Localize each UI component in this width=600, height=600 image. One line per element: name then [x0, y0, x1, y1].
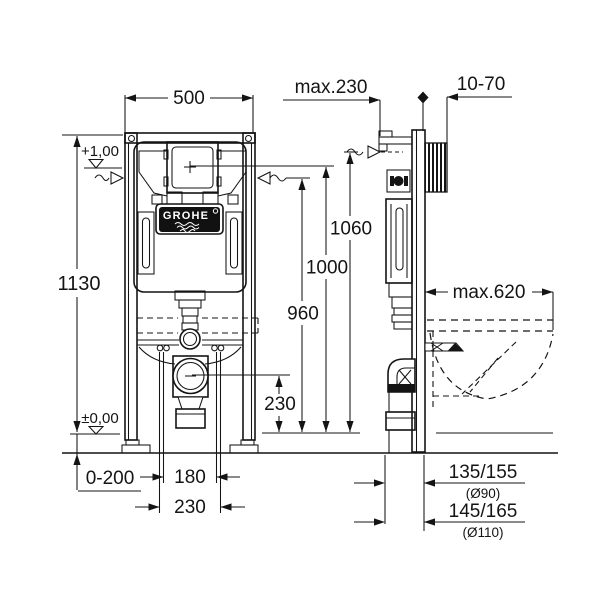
dim-label-1000: 1000 — [306, 258, 348, 279]
dim-frame-width: 500 — [124, 88, 254, 132]
dim-depth-max: max.230 — [283, 77, 381, 136]
dim-label-960: 960 — [287, 304, 319, 325]
dim-outlet-110: 145/165 (Ø110) — [354, 501, 525, 540]
dim-label-145165: 145/165 — [449, 501, 518, 522]
level-label-zero: ±0,00 — [81, 410, 118, 427]
wall-surface-arrow-left — [94, 171, 125, 185]
dim-label-180: 180 — [174, 467, 206, 488]
wc-bowl-outline — [427, 319, 554, 409]
actuator-opening — [163, 141, 222, 194]
fixing-bolt — [217, 344, 225, 352]
dim-height-960: 960 — [287, 179, 319, 432]
dim-label-dia110: (Ø110) — [462, 525, 503, 540]
dim-label-230-height: 230 — [264, 394, 296, 415]
fixing-bolt — [211, 344, 218, 352]
dim-label-max620: max.620 — [453, 282, 526, 303]
dim-bolt-spacing-230: 230 — [135, 352, 245, 518]
dim-drain-height: 230 — [192, 374, 296, 432]
grohe-logo-text: GROHE — [163, 210, 209, 222]
dim-label-0200: 0-200 — [86, 468, 135, 489]
dim-height-1060: 1060 — [330, 151, 372, 432]
frame-foot-right — [229, 439, 259, 454]
side-view-frame — [378, 129, 465, 454]
service-zone-dashed-box — [136, 317, 259, 334]
level-label-plus100: +1,00 — [81, 143, 119, 160]
wall-anchor-fastener — [386, 169, 411, 193]
wall-surface-arrow-right — [256, 171, 310, 185]
dim-label-1070: 10-70 — [457, 74, 506, 95]
dim-bolt-spacing-180: 180 — [140, 352, 240, 488]
cistern-front: GROHE — [133, 141, 247, 350]
dim-outlet-90: 135/155 (Ø90) — [354, 455, 525, 531]
dim-label-dia90: (Ø90) — [466, 486, 501, 501]
front-view-lower — [137, 339, 243, 429]
dim-label-500: 500 — [173, 88, 205, 109]
dim-label-max230: max.230 — [295, 77, 368, 98]
actuator-shaft-block — [424, 142, 448, 193]
frame-foot-left — [121, 439, 151, 454]
dim-label-1130: 1130 — [57, 273, 100, 295]
grohe-logo-plate: GROHE — [155, 203, 224, 235]
anchor-point-marker — [417, 91, 429, 104]
wc-support-arm — [424, 342, 465, 352]
level-triangle-icon — [87, 425, 105, 435]
level-triangle-icon — [87, 158, 105, 169]
dim-feet-adjust: 0-200 — [73, 434, 141, 492]
front-view-frame — [121, 132, 259, 454]
dim-label-1060: 1060 — [330, 219, 372, 240]
dim-wall-thickness: 10-70 — [417, 74, 512, 160]
logo-waves-icon — [174, 222, 200, 233]
fixing-bolt — [156, 344, 164, 352]
dim-frame-height: 1130 — [57, 134, 123, 432]
drain-elbow-side — [385, 358, 416, 454]
dim-bowl-depth: max.620 — [425, 282, 554, 330]
dim-label-135155: 135/155 — [449, 462, 518, 483]
drain-outlet-front — [172, 355, 209, 429]
dim-height-1000: 1000 — [190, 165, 348, 432]
level-marker-zero: ±0,00 — [70, 410, 120, 435]
fixing-bolt — [163, 344, 170, 352]
level-marker-plus100: +1,00 — [81, 143, 122, 169]
dim-label-230-spacing: 230 — [174, 497, 206, 518]
